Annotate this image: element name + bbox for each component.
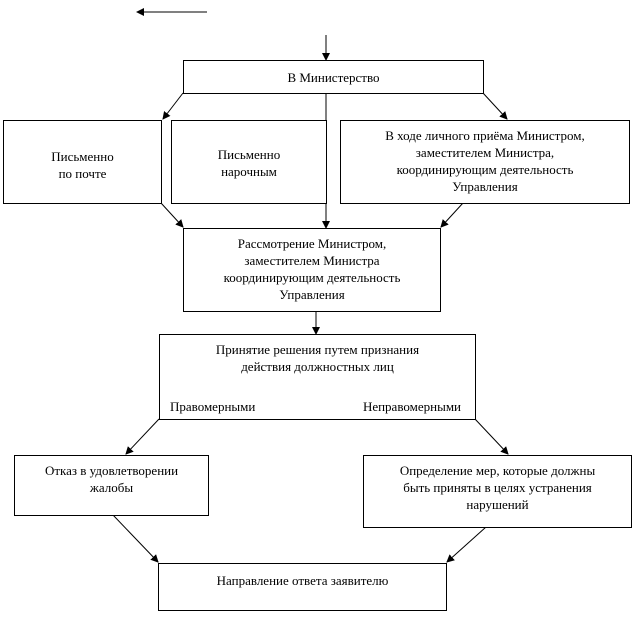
by-courier-line: нарочным xyxy=(221,164,277,179)
by-mail-line: по почте xyxy=(58,166,107,181)
review-line: заместителем Министра xyxy=(244,253,380,268)
personal-line: Управления xyxy=(452,179,518,194)
decision-line: Принятие решения путем признания xyxy=(215,342,420,357)
box-review: Рассмотрение Министром, заместителем Мин… xyxy=(183,228,441,312)
measures-line: Определение мер, которые должны xyxy=(399,463,596,478)
box-refusal: Отказ в удовлетворении жалобы xyxy=(14,455,209,516)
review-line: Рассмотрение Министром, xyxy=(237,236,387,251)
personal-line: заместителем Министра, xyxy=(415,145,555,160)
box-ministry: В Министерство xyxy=(183,60,484,94)
arrow-mail-to-review xyxy=(160,202,184,228)
box-by-mail: Письменно по почте xyxy=(3,120,162,204)
box-reply: Направление ответа заявителю xyxy=(158,563,447,611)
measures-line: нарушений xyxy=(466,497,529,512)
unlawful-label: Неправомерными xyxy=(362,399,461,414)
box-measures: Определение мер, которые должны быть при… xyxy=(363,455,632,528)
box-personal-reception: В ходе личного приёма Министром, замести… xyxy=(340,120,630,204)
arrow-decision-to-measures xyxy=(474,418,509,455)
by-courier-line: Письменно xyxy=(217,147,281,162)
arrow-measures-to-reply xyxy=(446,526,487,563)
arrow-personal-to-review xyxy=(440,202,464,228)
personal-line: координирующим деятельность xyxy=(396,162,574,177)
reply-text: Направление ответа заявителю xyxy=(216,573,389,588)
arrow-ministry-to-personal xyxy=(482,92,508,120)
review-line: Управления xyxy=(279,287,345,302)
arrow-ministry-to-mail xyxy=(162,92,184,120)
review-line: координирующим деятельность xyxy=(223,270,401,285)
box-by-courier: Письменно нарочным xyxy=(171,120,327,204)
personal-line: В ходе личного приёма Министром, xyxy=(385,128,585,143)
arrow-refusal-to-reply xyxy=(112,514,159,563)
arrow-decision-to-refusal xyxy=(125,418,160,455)
ministry-text: В Министерство xyxy=(287,70,380,85)
lawful-label: Правомерными xyxy=(170,399,256,414)
by-mail-line: Письменно xyxy=(51,149,114,164)
box-decision: Принятие решения путем признания действи… xyxy=(159,334,476,420)
refusal-line: Отказ в удовлетворении xyxy=(44,463,179,478)
decision-line: действия должностных лиц xyxy=(241,359,394,374)
measures-line: быть приняты в целях устранения xyxy=(403,480,592,495)
refusal-line: жалобы xyxy=(89,480,134,495)
